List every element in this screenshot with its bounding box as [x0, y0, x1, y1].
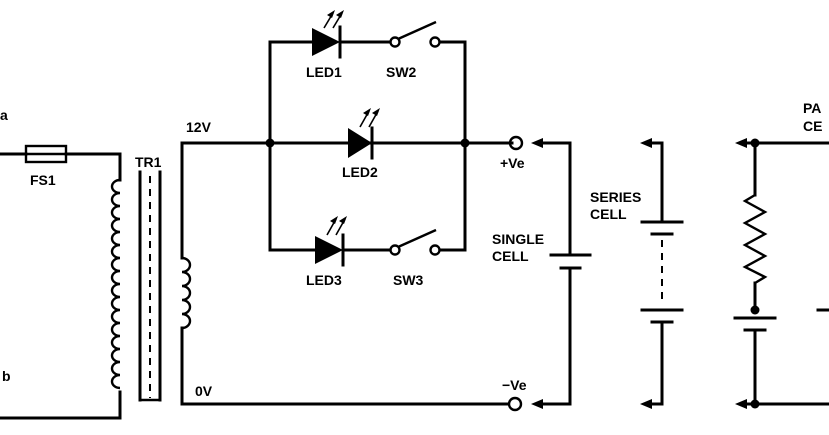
led3-emission-arrows — [326, 216, 347, 236]
labels: a b FS1 TR1 12V 0V LED1 SW2 LED2 LED3 SW… — [0, 64, 822, 399]
transformer-core-symbol — [138, 170, 162, 402]
led1-branch — [268, 10, 467, 145]
positive-terminal-label: +Ve — [500, 155, 525, 171]
sw2-switch-symbol — [389, 20, 441, 48]
single-cell-label-line2: CELL — [492, 248, 529, 264]
negative-terminal — [507, 396, 523, 412]
led2-label: LED2 — [342, 164, 378, 180]
led2-diode-symbol — [348, 128, 372, 158]
transformer-tr1 — [110, 141, 192, 406]
led1-emission-arrows — [323, 10, 344, 29]
sw3-switch-symbol — [389, 228, 441, 256]
led3-label: LED3 — [306, 272, 342, 288]
led1-label: LED1 — [306, 64, 342, 80]
series-cell-label-line2: CELL — [590, 206, 627, 222]
parallel-cell-label-line1: PA — [803, 100, 821, 116]
led1-diode-symbol — [312, 28, 340, 56]
output-terminals — [507, 135, 524, 412]
primary-winding-symbol — [110, 178, 121, 390]
positive-terminal — [508, 135, 524, 151]
rail-12v-label: 12V — [186, 119, 212, 135]
parallel-cell-connection — [733, 138, 829, 409]
parallel-cell-label-line2: CE — [803, 118, 822, 134]
resistor-symbol — [742, 193, 768, 285]
single-cell-label-line1: SINGLE — [492, 231, 544, 247]
secondary-winding-symbol — [181, 256, 192, 330]
single-cell-connection — [531, 138, 592, 409]
transformer-tr1-label: TR1 — [135, 154, 162, 170]
led3-branch — [268, 141, 467, 267]
led3-diode-symbol — [315, 236, 343, 264]
sw3-label: SW3 — [393, 272, 424, 288]
negative-terminal-label: −Ve — [502, 377, 527, 393]
led2-emission-arrows — [359, 108, 380, 128]
mains-terminal-b-label: b — [2, 368, 11, 384]
series-cell-connection — [640, 138, 684, 409]
mains-input — [0, 144, 122, 420]
series-cell-label-line1: SERIES — [590, 189, 641, 205]
sw2-label: SW2 — [386, 64, 417, 80]
fuse-fs1-label: FS1 — [30, 172, 56, 188]
rail-0v-label: 0V — [195, 383, 213, 399]
mains-terminal-a-label: a — [0, 107, 8, 123]
led2-branch — [348, 108, 380, 160]
